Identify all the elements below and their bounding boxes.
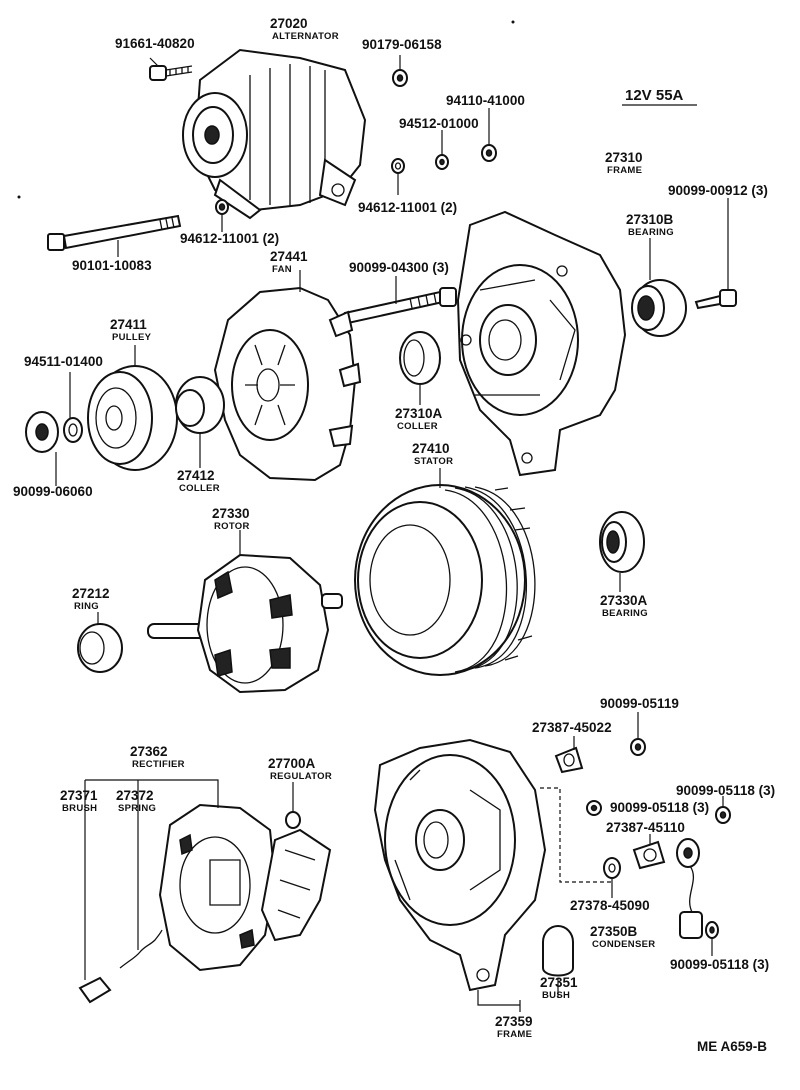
stator-drawing	[354, 468, 536, 676]
small-nuts-drawing	[215, 55, 497, 232]
part-number-insulator-45090: 27378-45090	[570, 898, 650, 913]
part-name-collar-front: COLLER	[179, 483, 220, 494]
pulley-drawing	[87, 345, 178, 471]
part-number-ring: 27212	[72, 586, 110, 601]
part-number-terminal-45022: 27387-45022	[532, 720, 612, 735]
part-number-screw-04300: 90099-04300 (3)	[349, 260, 449, 275]
part-number-through-bolt: 90101-10083	[72, 258, 152, 273]
part-number-bearing-front: 27310B	[626, 212, 674, 227]
part-number-rotor: 27330	[212, 506, 250, 521]
part-name-collar-frame: COLLER	[397, 421, 438, 432]
screw-00912-drawing	[694, 198, 737, 310]
rear-frame-drawing	[373, 738, 547, 1012]
rotor-drawing	[147, 530, 343, 694]
part-name-frame-front: FRAME	[607, 165, 642, 176]
part-name-alternator: ALTERNATOR	[272, 31, 339, 42]
screw-04300-drawing	[343, 276, 457, 325]
part-number-stator: 27410	[412, 441, 450, 456]
part-number-rectifier: 27362	[130, 744, 168, 759]
part-number-bolt-top: 91661-40820	[115, 36, 195, 51]
part-number-brush: 27371	[60, 788, 98, 803]
part-number-condenser: 27350B	[590, 924, 638, 939]
rating-header: 12V 55A	[625, 87, 684, 104]
part-number-washer-94511: 94511-01400	[24, 354, 103, 369]
part-name-stator: STATOR	[414, 456, 453, 467]
part-name-condenser: CONDENSER	[592, 939, 655, 950]
part-name-brush: BRUSH	[62, 803, 97, 814]
part-name-fan: FAN	[272, 264, 292, 275]
part-number-regulator: 27700A	[268, 756, 316, 771]
part-number-collar-front: 27412	[177, 468, 215, 483]
collar-27310A-drawing	[399, 331, 441, 405]
part-number-bush: 27351	[540, 975, 578, 990]
part-number-spring: 27372	[116, 788, 154, 803]
part-name-ring: RING	[74, 601, 99, 612]
part-number-nut-90179: 90179-06158	[362, 37, 442, 52]
part-number-alternator: 27020	[270, 16, 308, 31]
part-number-nut-05118-a: 90099-05118 (3)	[676, 783, 775, 798]
through-bolt-drawing	[47, 214, 182, 257]
washer-nut-front-drawing	[25, 372, 83, 486]
terminal-small-parts-drawing	[540, 712, 731, 898]
part-name-bush: BUSH	[542, 990, 570, 1001]
diagram-code: ME A659-B	[697, 1039, 767, 1054]
part-number-washer-94612-left: 94612-11001 (2)	[180, 231, 279, 246]
part-name-bearing-rear: BEARING	[602, 608, 648, 619]
part-number-frame-rear: 27359	[495, 1014, 533, 1029]
part-number-collar-frame: 27310A	[395, 406, 443, 421]
part-number-nut-05118-b: 90099-05118 (3)	[610, 800, 709, 815]
part-name-pulley: PULLEY	[112, 332, 152, 343]
part-number-nut-94110: 94110-41000	[446, 93, 525, 108]
part-name-regulator: REGULATOR	[270, 771, 332, 782]
part-name-spring: SPRING	[118, 803, 156, 814]
part-number-frame-front: 27310	[605, 150, 643, 165]
scan-specks	[17, 20, 515, 199]
collar-27412-drawing	[175, 376, 225, 468]
part-number-nut-05118-c: 90099-05118 (3)	[670, 957, 769, 972]
fan-drawing	[213, 270, 362, 482]
front-bearing-drawing	[631, 238, 687, 337]
part-number-screw-00912: 90099-00912 (3)	[668, 183, 768, 198]
alternator-assembly-drawing	[182, 48, 367, 220]
ring-drawing	[77, 612, 123, 673]
part-name-frame-rear: FRAME	[497, 1029, 532, 1040]
part-number-bearing-rear: 27330A	[600, 593, 648, 608]
part-number-terminal-45110: 27387-45110	[606, 820, 685, 835]
part-number-nut-05119: 90099-05119	[600, 696, 679, 711]
bolt-91661-drawing	[149, 57, 193, 81]
part-name-rectifier: RECTIFIER	[132, 759, 185, 770]
part-number-washer-94512: 94512-01000	[399, 116, 479, 131]
part-name-bearing-front: BEARING	[628, 227, 674, 238]
part-number-fan: 27441	[270, 249, 308, 264]
part-number-nut-06060: 90099-06060	[13, 484, 93, 499]
front-frame-drawing	[456, 210, 627, 477]
part-number-pulley: 27411	[110, 317, 147, 332]
part-number-washer-94612-right: 94612-11001 (2)	[358, 200, 457, 215]
rectifier-assembly-drawing	[78, 779, 332, 1004]
bush-drawing	[542, 925, 574, 998]
rear-bearing-drawing	[599, 511, 645, 592]
part-name-rotor: ROTOR	[214, 521, 250, 532]
condenser-drawing	[676, 838, 719, 956]
